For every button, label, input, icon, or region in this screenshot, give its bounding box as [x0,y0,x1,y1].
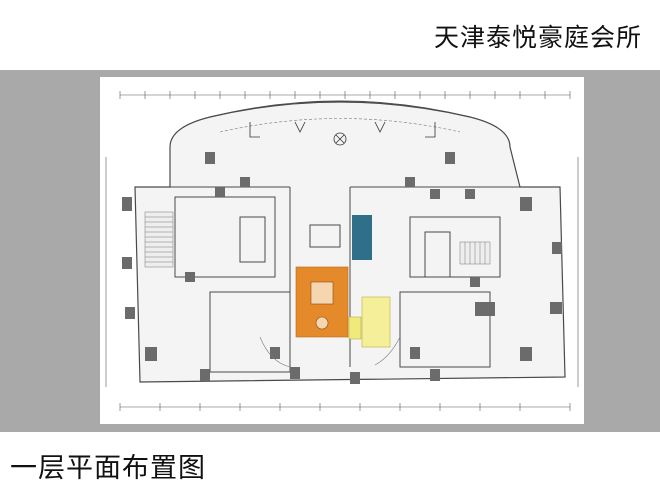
page-title: 天津泰悦豪庭会所 [433,23,642,52]
stair-left [144,211,174,268]
service-core-blue [352,215,372,260]
interior-walls [170,186,520,373]
top-dimension-line [119,91,571,99]
lobby-centerpiece [310,281,334,305]
lower-room-arcs [259,336,401,368]
lobby-table [315,316,329,330]
floor-plan-drawing [105,91,579,411]
bottom-dimension-line [119,403,571,411]
entrance-fixtures [249,121,436,146]
reception-counter [348,316,362,340]
side-dimension-lines [105,157,579,387]
entrance-canopy [209,100,471,118]
stair-right [459,241,491,265]
reception-yellow-zone [361,296,391,348]
structural-columns [122,152,562,384]
floor-plan-sheet [100,77,584,424]
floor-plan-caption: 一层平面布置图 [10,453,206,484]
